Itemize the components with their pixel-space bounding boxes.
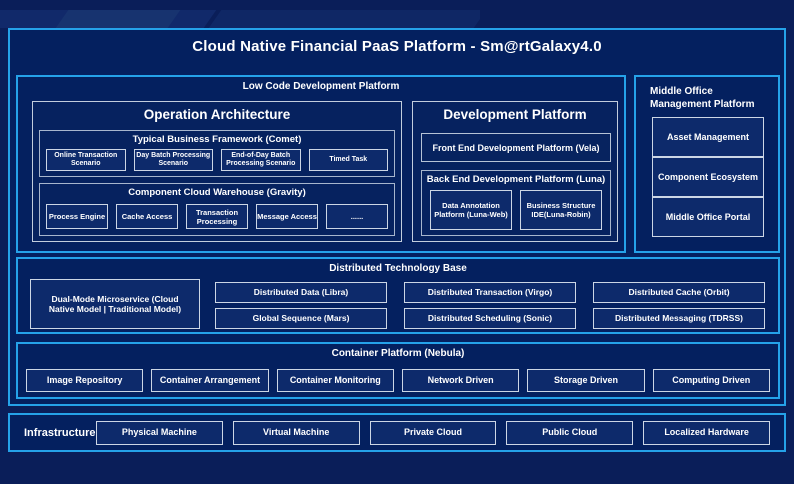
section-low-code-development-platform: Low Code Development Platform Operation …: [16, 75, 626, 253]
container-platform-title: Container Platform (Nebula): [331, 348, 465, 359]
node-container-arrangement: Container Arrangement: [151, 369, 269, 392]
node-distributed-cache-orbit: Distributed Cache (Orbit): [593, 282, 765, 303]
node-distributed-messaging-tdrss: Distributed Messaging (TDRSS): [593, 308, 765, 329]
decor-stripe: [55, 10, 181, 28]
header-decor-stripes: [0, 10, 480, 28]
decor-stripe: [208, 10, 480, 28]
node-dual-mode-microservice: Dual-Mode Microservice (Cloud Native Mod…: [30, 279, 200, 329]
node-day-batch-processing-scenario: Day Batch Processing Scenario: [133, 149, 213, 171]
node-data-annotation-platform-luna-web: Data Annotation Platform (Luna-Web): [430, 190, 512, 230]
platform-frame: Cloud Native Financial PaaS Platform - S…: [8, 28, 786, 406]
node-public-cloud: Public Cloud: [506, 420, 634, 445]
node-online-transaction-scenario: Online Transaction Scenario: [46, 149, 126, 171]
luna-back-end-box: Back End Development Platform (Luna) Dat…: [421, 170, 611, 236]
node-transaction-processing: Transaction Processing: [186, 204, 248, 229]
infrastructure-label: Infrastructure: [24, 426, 96, 439]
node-middle-office-portal: Middle Office Portal: [652, 197, 764, 237]
section-middle-office-management-platform: Middle Office Management Platform Asset …: [634, 75, 780, 253]
middle-office-title: Middle Office Management Platform: [650, 86, 755, 110]
node-timed-task: Timed Task: [308, 149, 388, 171]
node-component-ecosystem: Component Ecosystem: [652, 157, 764, 197]
node-virtual-machine: Virtual Machine: [232, 420, 360, 445]
node-private-cloud: Private Cloud: [369, 420, 497, 445]
node-distributed-transaction-virgo: Distributed Transaction (Virgo): [404, 282, 576, 303]
operation-architecture-box: Operation Architecture Typical Business …: [32, 101, 402, 242]
development-platform-title: Development Platform: [443, 107, 587, 122]
node-end-of-day-batch-processing-scenario: End-of-Day Batch Processing Scenario: [221, 149, 301, 171]
operation-architecture-title: Operation Architecture: [143, 107, 291, 122]
node-computing-driven: Computing Driven: [652, 369, 770, 392]
node-ellipsis: ......: [326, 204, 388, 229]
node-image-repository: Image Repository: [26, 369, 144, 392]
comet-title: Typical Business Framework (Comet): [132, 134, 302, 145]
section-infrastructure: Infrastructure Physical Machine Virtual …: [8, 413, 786, 452]
node-message-access: Message Access: [256, 204, 318, 229]
comet-framework-box: Typical Business Framework (Comet) Onlin…: [39, 130, 395, 177]
page-title: Cloud Native Financial PaaS Platform - S…: [192, 38, 602, 55]
low-code-title: Low Code Development Platform: [242, 81, 400, 92]
node-localized-hardware: Localized Hardware: [643, 420, 770, 445]
node-global-sequence-mars: Global Sequence (Mars): [215, 308, 387, 329]
gravity-title: Component Cloud Warehouse (Gravity): [128, 187, 306, 198]
distributed-title: Distributed Technology Base: [329, 263, 467, 274]
node-distributed-scheduling-sonic: Distributed Scheduling (Sonic): [404, 308, 576, 329]
node-network-driven: Network Driven: [401, 369, 520, 392]
node-cache-access: Cache Access: [116, 204, 178, 229]
section-distributed-technology-base: Distributed Technology Base Dual-Mode Mi…: [16, 257, 780, 334]
section-container-platform-nebula: Container Platform (Nebula) Image Reposi…: [16, 342, 780, 399]
node-process-engine: Process Engine: [46, 204, 108, 229]
node-storage-driven: Storage Driven: [527, 369, 645, 392]
node-front-end-development-platform-vela: Front End Development Platform (Vela): [421, 133, 611, 162]
node-container-monitoring: Container Monitoring: [276, 369, 394, 392]
node-physical-machine: Physical Machine: [96, 420, 223, 445]
development-platform-box: Development Platform Front End Developme…: [412, 101, 618, 242]
node-asset-management: Asset Management: [652, 117, 764, 157]
node-business-structure-ide-luna-robin: Business Structure IDE(Luna-Robin): [520, 190, 602, 230]
luna-title: Back End Development Platform (Luna): [426, 174, 606, 185]
gravity-warehouse-box: Component Cloud Warehouse (Gravity) Proc…: [39, 183, 395, 236]
node-distributed-data-libra: Distributed Data (Libra): [215, 282, 387, 303]
